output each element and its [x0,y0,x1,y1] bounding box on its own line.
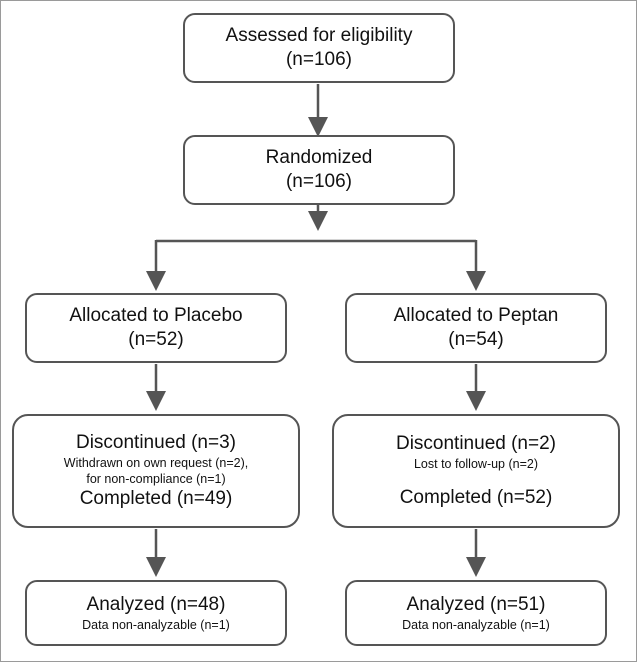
randomized-count: (n=106) [285,171,353,192]
peptan-allocated-count: (n=54) [448,329,504,350]
peptan-discontinued-title: Discontinued (n=2) [395,433,556,454]
randomized-box: Randomized (n=106) [183,135,455,205]
peptan-discontinued-detail-1: Lost to follow-up (n=2) [413,457,539,471]
assessed-box: Assessed for eligibility (n=106) [183,13,455,83]
placebo-discontinued-box: Discontinued (n=3) Withdrawn on own requ… [12,414,300,528]
placebo-discontinued-title: Discontinued (n=3) [75,432,236,453]
placebo-allocated-title: Allocated to Placebo [69,305,243,326]
placebo-analyzed-detail: Data non-analyzable (n=1) [82,618,230,632]
randomized-title: Randomized [265,147,373,168]
peptan-analyzed-box: Analyzed (n=51) Data non-analyzable (n=1… [345,580,607,646]
assessed-count: (n=106) [285,49,353,70]
assessed-title: Assessed for eligibility [225,25,413,46]
peptan-analyzed-title: Analyzed (n=51) [406,594,546,615]
placebo-discontinued-detail-2: for non-compliance (n=1) [86,472,226,486]
placebo-analyzed-title: Analyzed (n=48) [86,594,226,615]
placebo-analyzed-box: Analyzed (n=48) Data non-analyzable (n=1… [25,580,287,646]
peptan-discontinued-box: Discontinued (n=2) Lost to follow-up (n=… [332,414,620,528]
peptan-completed: Completed (n=52) [399,487,553,508]
peptan-allocated-title: Allocated to Peptan [393,305,559,326]
peptan-analyzed-detail: Data non-analyzable (n=1) [402,618,550,632]
placebo-discontinued-detail-1: Withdrawn on own request (n=2), [63,456,249,470]
peptan-allocated-box: Allocated to Peptan (n=54) [345,293,607,363]
placebo-allocated-count: (n=52) [128,329,184,350]
placebo-allocated-box: Allocated to Placebo (n=52) [25,293,287,363]
placebo-completed: Completed (n=49) [79,488,233,509]
